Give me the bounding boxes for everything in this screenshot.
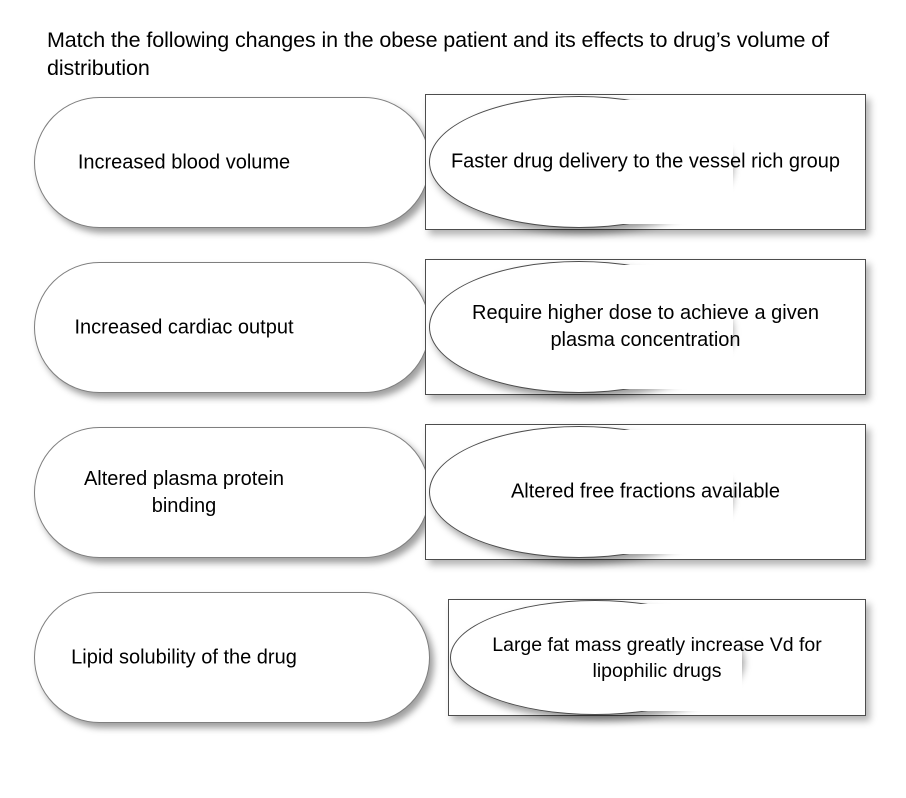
left-term-shape[interactable]: Altered plasma protein binding <box>34 427 430 558</box>
left-term-label: Increased cardiac output <box>74 316 294 338</box>
right-effect-shape[interactable]: Require higher dose to achieve a given p… <box>425 259 866 395</box>
left-term-shape[interactable]: Increased cardiac output <box>34 262 430 393</box>
page-title: Match the following changes in the obese… <box>47 28 835 80</box>
right-effect-label: Large fat mass greatly increase Vd for l… <box>492 633 822 682</box>
ellipse-seam-mask <box>592 604 742 711</box>
right-effect-shape[interactable]: Large fat mass greatly increase Vd for l… <box>448 599 866 716</box>
left-term-label: Increased blood volume <box>77 151 291 173</box>
left-term-label: Lipid solubility of the drug <box>71 646 297 668</box>
right-effect-shape[interactable]: Altered free fractions available <box>425 424 866 560</box>
left-term-shape[interactable]: Increased blood volume <box>34 97 430 228</box>
right-effect-label: Require higher dose to achieve a given p… <box>472 302 819 351</box>
right-effect-label: Altered free fractions available <box>510 480 781 503</box>
match-row: Altered plasma protein binding Altered f… <box>0 330 906 580</box>
right-effect-label: Faster drug delivery to the vessel rich … <box>450 150 841 173</box>
ellipse-seam-mask <box>573 100 733 224</box>
match-row: Increased cardiac output Require higher … <box>0 165 906 415</box>
match-row: Increased blood volume Faster drug deliv… <box>0 0 906 250</box>
right-effect-shape[interactable]: Faster drug delivery to the vessel rich … <box>425 94 866 230</box>
left-term-label: Altered plasma protein binding <box>83 467 285 517</box>
left-term-shape[interactable]: Lipid solubility of the drug <box>34 592 430 723</box>
match-row: Lipid solubility of the drug Large fat m… <box>0 495 906 755</box>
ellipse-seam-mask <box>573 430 733 554</box>
ellipse-seam-mask <box>573 265 733 389</box>
